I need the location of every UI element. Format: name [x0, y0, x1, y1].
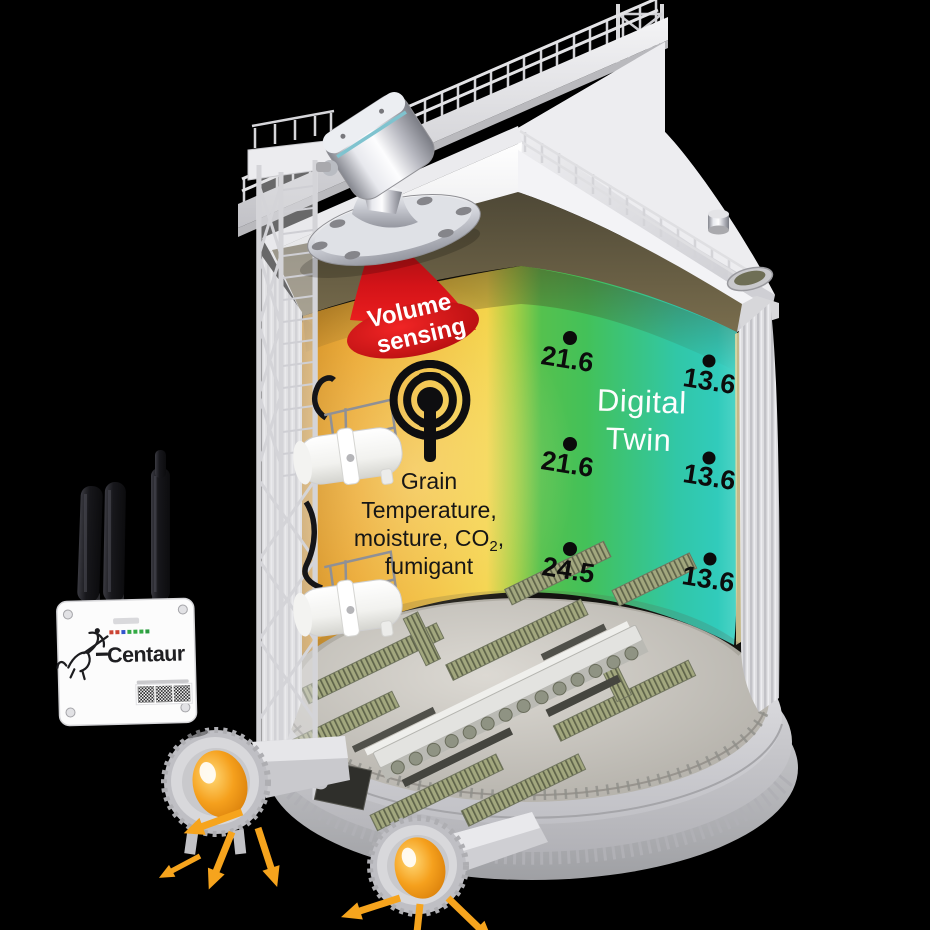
grain-label-line3: moisture, CO2, [354, 525, 504, 555]
reading-dot [702, 451, 716, 465]
qr-codes [135, 682, 193, 706]
gateway-antennas [77, 450, 170, 612]
digital-twin-label: Digital Twin [596, 382, 687, 458]
qr-code [137, 685, 155, 703]
catwalk-underside [238, 40, 668, 237]
aeration-floor-system [276, 540, 698, 832]
silo-floor [276, 540, 769, 832]
roof-vent [708, 209, 729, 235]
grain-label-line4: fumigant [385, 553, 474, 579]
digital-twin-line1: Digital [596, 382, 687, 420]
digital-twin-line2: Twin [605, 421, 672, 458]
central-conveyor [351, 621, 649, 788]
grain-label-line1: Grain [401, 468, 457, 494]
centaur-gateway: Centaur [48, 450, 208, 742]
grain-label-line2: Temperature, [361, 497, 497, 523]
reading-dot [563, 542, 577, 556]
wall-cut-edge [735, 331, 741, 645]
sensor-housing [322, 92, 435, 200]
centaur-logo-glyph [56, 628, 109, 681]
led-indicators [109, 629, 150, 635]
gateway-box: Centaur [56, 597, 198, 727]
qr-code [173, 685, 191, 702]
cable-sensor-upper [293, 375, 403, 485]
reading-dot [563, 437, 577, 451]
reading-dot [563, 331, 577, 345]
box-screws [62, 604, 191, 718]
volume-sensing-beam: Volume sensing [347, 248, 479, 359]
sensor-cable [311, 375, 336, 421]
cable-sensor-lower [293, 500, 403, 637]
antenna-paddle-1 [77, 485, 103, 603]
antenna-whip [151, 468, 170, 600]
silo-wall-right [739, 303, 780, 712]
grain-sensing-label: Grain Temperature, moisture, CO2, fumiga… [354, 468, 504, 579]
aeration-fan-left [156, 727, 350, 893]
reading-dot [703, 552, 717, 566]
antenna-icon [389, 360, 471, 462]
base-ribs [272, 770, 796, 865]
roof-hatch [726, 266, 774, 292]
gateway-brand: Centaur [107, 641, 186, 667]
aeration-fan-front [338, 812, 548, 930]
reading-dot [702, 354, 716, 368]
roof-inner-right [518, 150, 753, 304]
qr-code [155, 685, 173, 703]
qr-caption-strip [136, 679, 189, 685]
volume-sensor [299, 92, 481, 278]
antenna-paddle-2 [103, 482, 126, 603]
sensor-cable [302, 500, 323, 591]
box-logo-mark [113, 617, 140, 625]
roof-railing-rails [519, 129, 753, 286]
